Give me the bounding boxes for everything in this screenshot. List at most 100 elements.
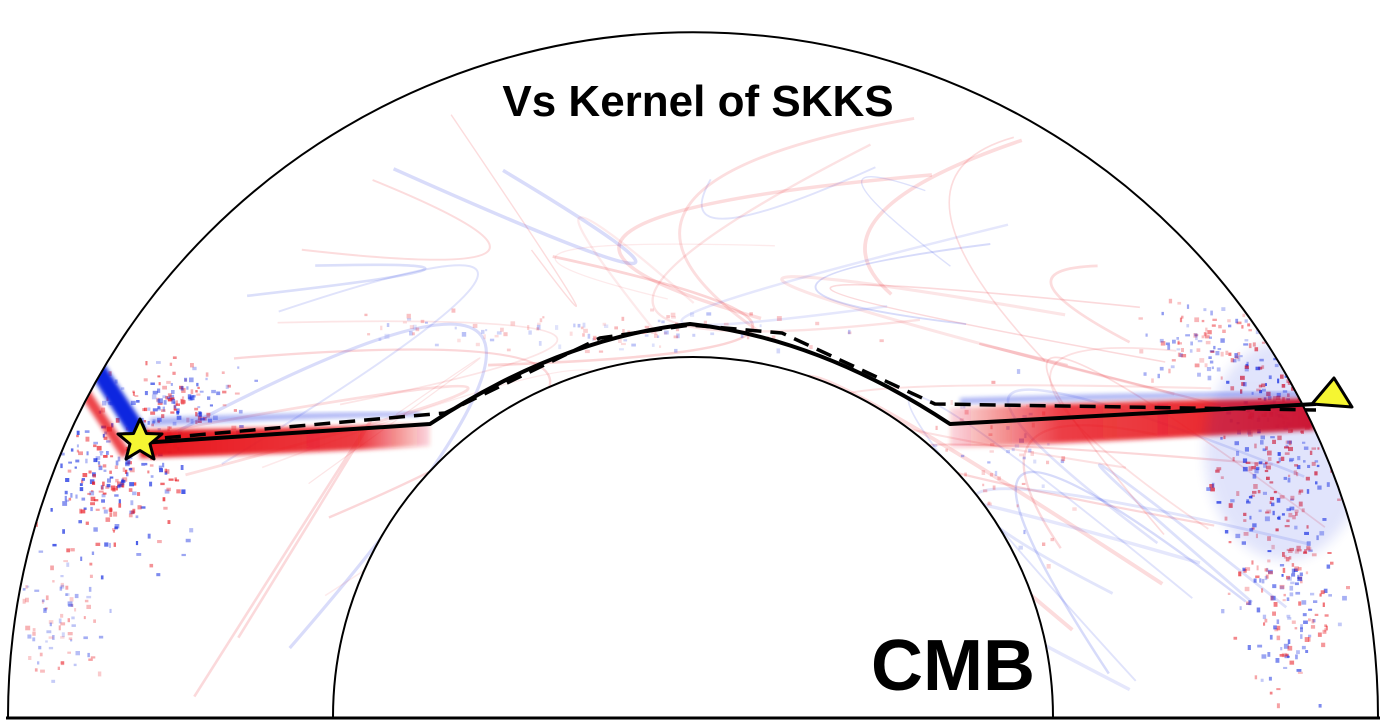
kernel-speckle bbox=[51, 679, 56, 683]
kernel-speckle bbox=[43, 608, 47, 613]
kernel-speckle bbox=[1276, 703, 1280, 709]
kernel-speckle bbox=[181, 489, 186, 494]
kernel-speckle bbox=[90, 506, 93, 512]
kernel-speckle bbox=[582, 322, 586, 328]
kernel-speckle bbox=[623, 339, 628, 342]
kernel-speckle bbox=[1167, 344, 1171, 350]
kernel-speckle bbox=[1351, 466, 1356, 471]
kernel-speckle bbox=[59, 452, 65, 456]
kernel-speckle bbox=[101, 499, 105, 503]
kernel-speckle bbox=[86, 451, 89, 456]
kernel-speckle bbox=[1028, 448, 1032, 453]
kernel-speckle bbox=[117, 456, 121, 462]
kernel-speckle bbox=[60, 582, 64, 587]
kernel-speckle bbox=[1278, 340, 1283, 344]
kernel-speckle bbox=[1269, 634, 1273, 640]
kernel-speckle bbox=[124, 469, 128, 474]
kernel-speckle bbox=[1323, 588, 1328, 593]
kernel-speckle bbox=[1208, 356, 1212, 359]
kernel-speckle bbox=[407, 318, 412, 321]
kernel-speckle bbox=[1297, 576, 1303, 582]
kernel-speckle bbox=[974, 527, 979, 533]
kernel-speckle bbox=[592, 338, 595, 341]
kernel-speckle bbox=[1293, 568, 1298, 572]
kernel-speckle bbox=[1295, 347, 1300, 352]
kernel-speckle bbox=[128, 468, 133, 471]
kernel-speckle bbox=[1143, 372, 1147, 376]
kernel-speckle bbox=[1172, 339, 1176, 344]
kernel-speckle bbox=[81, 479, 84, 484]
kernel-speckle bbox=[134, 395, 139, 397]
kernel-speckle bbox=[924, 476, 928, 481]
kernel-speckle bbox=[58, 423, 62, 427]
kernel-speckle bbox=[1161, 311, 1164, 316]
kernel-speckle bbox=[1327, 552, 1332, 554]
kernel-speckle bbox=[1179, 317, 1183, 323]
kernel-speckle bbox=[1319, 415, 1323, 421]
kernel-speckle bbox=[1204, 332, 1208, 335]
kernel-speckle bbox=[420, 319, 425, 324]
kernel-speckle bbox=[88, 658, 93, 661]
kernel-speckle bbox=[1194, 317, 1200, 323]
kernel-speckle bbox=[48, 636, 54, 639]
kernel-speckle bbox=[577, 323, 581, 328]
kernel-speckle bbox=[197, 386, 200, 389]
kernel-speckle bbox=[657, 319, 661, 323]
kernel-speckle bbox=[1322, 629, 1327, 634]
kernel-speckle bbox=[921, 447, 926, 453]
kernel-speckle bbox=[619, 348, 624, 351]
kernel-speckle bbox=[167, 393, 172, 398]
kernel-speckle bbox=[32, 631, 36, 636]
kernel-speckle bbox=[659, 345, 662, 348]
kernel-speckle bbox=[181, 399, 185, 405]
kernel-speckle bbox=[936, 496, 940, 499]
kernel-speckle bbox=[88, 372, 92, 378]
kernel-speckle bbox=[1283, 593, 1286, 597]
kernel-speckle bbox=[1317, 347, 1320, 352]
kernel-speckle bbox=[1289, 592, 1294, 597]
kernel-speckle bbox=[987, 501, 991, 505]
band-halo-right bbox=[960, 392, 1300, 404]
kernel-speckle bbox=[1300, 634, 1303, 639]
kernel-speckle bbox=[1311, 553, 1317, 557]
kernel-speckle bbox=[409, 331, 413, 336]
kernel-speckle bbox=[1320, 590, 1325, 595]
kernel-speckle bbox=[1177, 340, 1180, 345]
kernel-speckle bbox=[974, 516, 979, 522]
kernel-speckle bbox=[1145, 333, 1148, 337]
kernel-speckle bbox=[1294, 321, 1298, 325]
kernel-speckle bbox=[1300, 624, 1303, 630]
kernel-speckle bbox=[192, 366, 197, 371]
kernel-speckle bbox=[1299, 572, 1303, 577]
kernel-speckle bbox=[147, 533, 151, 539]
kernel-speckle bbox=[76, 434, 79, 438]
wavefront-arc bbox=[814, 243, 991, 326]
kernel-speckle bbox=[172, 356, 177, 359]
kernel-speckle bbox=[121, 387, 125, 390]
kernel-speckle bbox=[1227, 592, 1231, 595]
kernel-speckle bbox=[102, 481, 105, 487]
kernel-speckle bbox=[1336, 475, 1341, 479]
kernel-speckle bbox=[1241, 325, 1244, 329]
kernel-speckle bbox=[1266, 567, 1269, 573]
kernel-speckle bbox=[932, 444, 938, 447]
wavefront-arc bbox=[1097, 463, 1288, 609]
kernel-speckle bbox=[141, 462, 146, 466]
kernel-speckle bbox=[136, 400, 140, 403]
kernel-speckle bbox=[86, 595, 92, 599]
kernel-speckle bbox=[74, 466, 77, 469]
kernel-speckle bbox=[703, 320, 707, 325]
kernel-speckle bbox=[93, 441, 98, 445]
kernel-speckle bbox=[558, 344, 562, 350]
kernel-speckle bbox=[122, 477, 128, 482]
kernel-speckle bbox=[1210, 350, 1215, 353]
kernel-speckle bbox=[1233, 636, 1238, 640]
kernel-speckle bbox=[162, 406, 165, 412]
kernel-speckle bbox=[1261, 588, 1264, 593]
kernel-speckle bbox=[1267, 652, 1271, 657]
kernel-speckle bbox=[121, 482, 125, 488]
kernel-speckle bbox=[1255, 575, 1260, 579]
kernel-speckle bbox=[1201, 319, 1205, 323]
kernel-speckle bbox=[1216, 367, 1221, 372]
kernel-speckle bbox=[90, 490, 94, 493]
